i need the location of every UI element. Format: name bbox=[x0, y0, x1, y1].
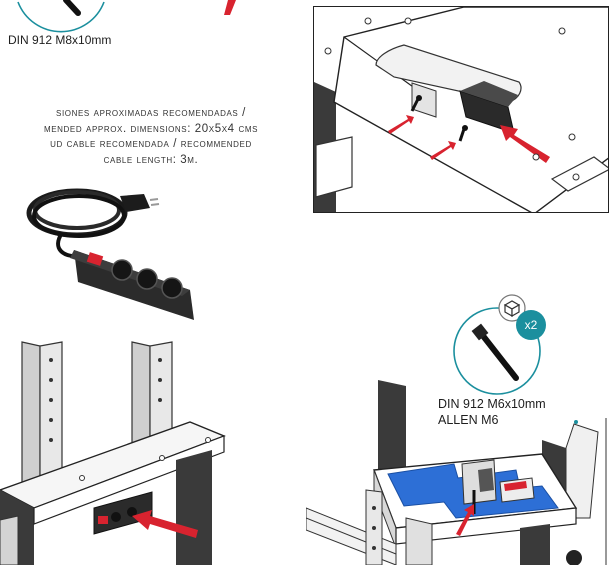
bracket-mount-illustration bbox=[314, 7, 608, 212]
screw-detail-circle-top bbox=[17, 0, 105, 33]
screw-label-m6-line1: DIN 912 M6x10mm bbox=[438, 397, 546, 411]
red-arrow-icon bbox=[224, 0, 236, 15]
quantity-badge: x2 bbox=[516, 310, 546, 340]
screw-label-m8: DIN 912 M8x10mm bbox=[8, 33, 112, 47]
screw-label-m6: DIN 912 M6x10mm ALLEN M6 bbox=[438, 396, 546, 428]
power-strip-spec-text: siones aproximadas recomendadas / mended… bbox=[0, 106, 312, 168]
spec-line-3: ud cable recomendada / recommended bbox=[50, 138, 252, 150]
blue-panel-assembly-illustration bbox=[306, 380, 607, 565]
frame-legs-power-strip-illustration bbox=[0, 341, 226, 565]
power-strip-image bbox=[26, 188, 194, 320]
screw-label-m6-line2: ALLEN M6 bbox=[438, 413, 499, 427]
spec-line-1: siones aproximadas recomendadas / bbox=[56, 107, 246, 119]
spec-line-2: mended approx. dimensions: 20x5x4 cms bbox=[43, 122, 259, 135]
spec-line-4: cable length: 3m. bbox=[103, 153, 199, 166]
detail-frame-top-right bbox=[313, 6, 609, 213]
